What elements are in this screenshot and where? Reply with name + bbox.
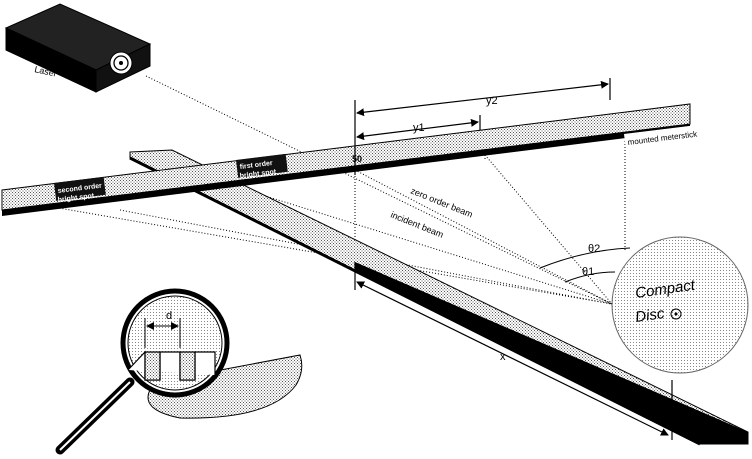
magnifying-glass-icon [55, 288, 303, 455]
laser-label: Laser [34, 64, 58, 78]
theta1-arc [564, 271, 616, 283]
dimension-lines [354, 78, 673, 440]
y2-dimension [356, 80, 609, 117]
mark-50-label: 50 [352, 154, 362, 164]
first-order-spot-marker [236, 153, 288, 178]
meterstick-label-bg [623, 124, 704, 147]
y1-label: y1 [413, 122, 425, 134]
first-order-label-2: bright spot [239, 169, 277, 180]
zero-order-beam-label: zero order beam [409, 186, 474, 220]
zero-order-beam-line [354, 169, 613, 305]
grating-grooves [127, 350, 216, 381]
cd-label-2: Disc [634, 305, 666, 326]
incident-beam-line [145, 75, 613, 305]
first-order-beam-line [484, 154, 613, 305]
second-order-label-2: bright spot [57, 193, 95, 204]
first-order-label-1: first order [239, 160, 273, 171]
compact-disc [611, 236, 749, 374]
mounted-meterstick [1, 103, 691, 216]
angle-arcs [539, 247, 631, 283]
incident-beam-label: incident beam [389, 210, 445, 240]
theta1-label: θ1 [582, 266, 594, 278]
y1-dimension [356, 118, 479, 141]
y2-label: y2 [486, 95, 498, 107]
d-label: d [166, 310, 172, 322]
x-dimension [356, 281, 669, 436]
laser-device [4, 3, 152, 93]
theta2-label: θ2 [588, 243, 600, 255]
compact-disc-logo-icon [670, 308, 682, 320]
laser-emblem-icon [109, 51, 133, 75]
second-order-spot-marker [54, 176, 106, 201]
x-label: x [500, 351, 506, 363]
theta2-arc [539, 247, 631, 269]
